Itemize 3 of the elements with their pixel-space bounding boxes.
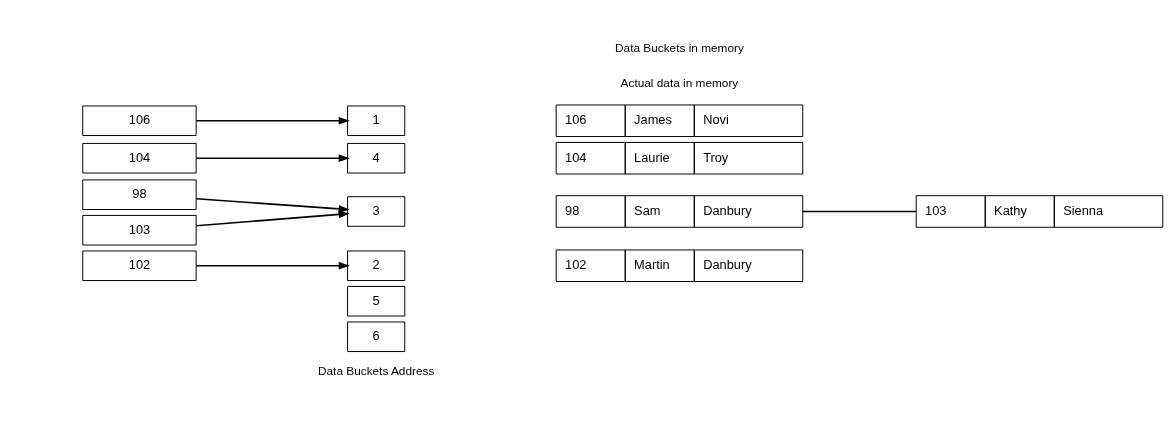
label: Data Buckets in memory: [615, 40, 744, 55]
label: Actual data in memory: [620, 76, 739, 91]
label: Data Buckets Address: [317, 364, 435, 379]
